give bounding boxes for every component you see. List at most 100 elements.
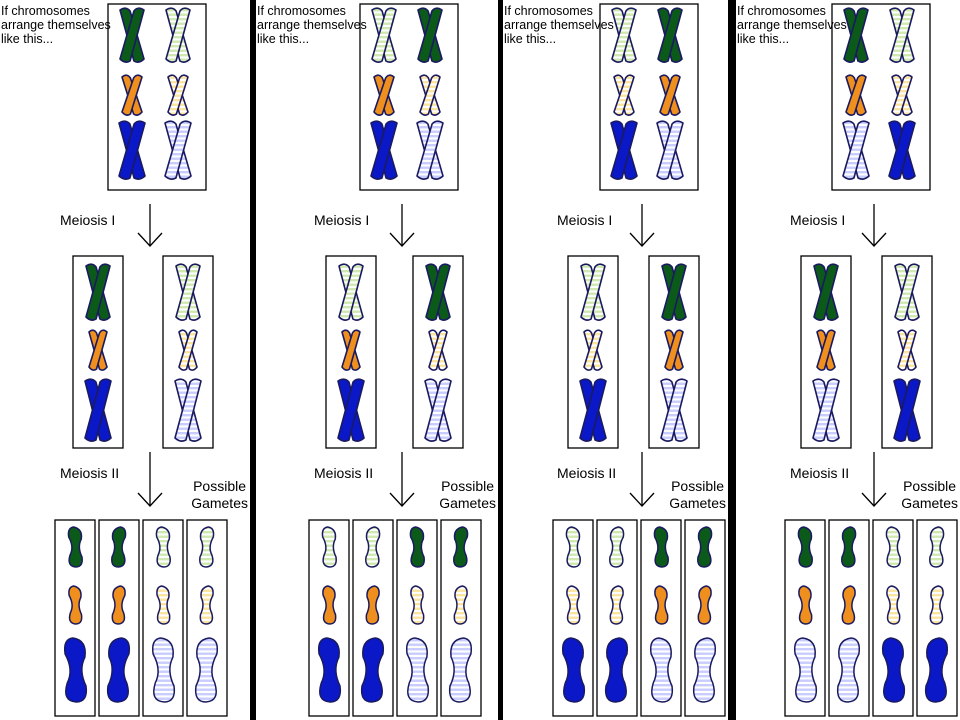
cell-2-green-chromosome [175, 263, 201, 321]
cell-2-orange-chromosome [178, 329, 198, 371]
possible-label: Possible [903, 478, 956, 494]
scenario-panel-2: If chromosomes arrange themselves like t… [256, 0, 498, 720]
cell-2-green-chromosome [661, 263, 687, 321]
gamete-1-green-chromatid [797, 526, 813, 568]
blue-chromosome-left [842, 120, 870, 180]
gamete-3 [872, 519, 914, 717]
blue-chromosome-right [656, 120, 684, 180]
intro-text: If chromosomes arrange themselves like t… [257, 4, 367, 46]
blue-chromosome-left [118, 120, 146, 180]
gamete-4-orange-chromatid [453, 585, 468, 625]
daughter-cell-2 [881, 255, 933, 449]
gamete-1-green-chromatid [321, 526, 337, 568]
gamete-1-green-chromatid [67, 526, 83, 568]
metaphase-box [107, 3, 207, 191]
gametes-label: Gametes [669, 495, 726, 511]
meiosis-ii-label: Meiosis II [314, 465, 373, 481]
gamete-2-orange-chromatid [841, 585, 856, 625]
orange-chromosome-left [373, 74, 395, 116]
intro-text: If chromosomes arrange themselves like t… [504, 4, 614, 46]
gamete-2-green-chromatid [365, 526, 381, 568]
gamete-4-green-chromatid [453, 526, 469, 568]
green-chromosome-left [119, 7, 145, 63]
cell-1-orange-chromosome [583, 329, 603, 371]
gamete-2-blue-chromatid [106, 637, 131, 703]
green-chromosome-right [417, 7, 443, 63]
gamete-2-blue-chromatid [604, 637, 629, 703]
green-chromosome-left [611, 7, 637, 63]
blue-chromosome-right [164, 120, 192, 180]
meiosis-i-arrow [389, 204, 415, 247]
possible-label: Possible [441, 478, 494, 494]
cell-1-blue-chromosome [812, 378, 840, 442]
gamete-1-green-chromatid [565, 526, 581, 568]
gamete-1-blue-chromatid [561, 637, 586, 703]
intro-text: If chromosomes arrange themselves like t… [737, 4, 847, 46]
cell-2-orange-chromosome [897, 329, 917, 371]
meiosis-ii-arrow [389, 452, 415, 507]
meiosis-ii-arrow [861, 452, 887, 507]
gamete-3-orange-chromatid [410, 585, 425, 625]
gamete-3 [142, 519, 184, 717]
gamete-3-green-chromatid [885, 526, 901, 568]
intro-text: If chromosomes arrange themselves like t… [1, 4, 111, 46]
cell-1-orange-chromosome [341, 329, 361, 371]
meiosis-i-label: Meiosis I [60, 212, 115, 228]
gamete-1-blue-chromatid [63, 637, 88, 703]
gamete-3-blue-chromatid [881, 637, 906, 703]
gamete-3-orange-chromatid [156, 585, 171, 625]
gamete-1-orange-chromatid [798, 585, 813, 625]
gamete-2-orange-chromatid [111, 585, 126, 625]
blue-chromosome-right [416, 120, 444, 180]
gamete-1 [308, 519, 350, 717]
possible-label: Possible [193, 478, 246, 494]
cell-1-green-chromosome [813, 263, 839, 321]
gamete-4-green-chromatid [199, 526, 215, 568]
daughter-cell-1 [800, 255, 852, 449]
meiosis-i-arrow [629, 204, 655, 247]
gamete-1-orange-chromatid [322, 585, 337, 625]
orange-chromosome-right [419, 74, 441, 116]
gamete-2 [828, 519, 870, 717]
cell-1-orange-chromosome [816, 329, 836, 371]
gamete-4-blue-chromatid [692, 637, 717, 703]
gamete-4-blue-chromatid [924, 637, 949, 703]
blue-chromosome-left [370, 120, 398, 180]
cell-1-blue-chromosome [337, 378, 365, 442]
orange-chromosome-right [891, 74, 913, 116]
gamete-1 [552, 519, 594, 717]
gamete-2-orange-chromatid [609, 585, 624, 625]
cell-1-orange-chromosome [88, 329, 108, 371]
orange-chromosome-left [845, 74, 867, 116]
gamete-3-blue-chromatid [649, 637, 674, 703]
gamete-3-green-chromatid [653, 526, 669, 568]
possible-label: Possible [671, 478, 724, 494]
gamete-1-orange-chromatid [566, 585, 581, 625]
cell-2-blue-chromosome [893, 378, 921, 442]
cell-2-blue-chromosome [174, 378, 202, 442]
daughter-cell-1 [325, 255, 377, 449]
gamete-2 [98, 519, 140, 717]
cell-1-blue-chromosome [579, 378, 607, 442]
cell-1-green-chromosome [338, 263, 364, 321]
green-chromosome-right [165, 7, 191, 63]
cell-2-orange-chromosome [664, 329, 684, 371]
orange-chromosome-right [167, 74, 189, 116]
meiosis-i-label: Meiosis I [790, 212, 845, 228]
cell-2-blue-chromosome [424, 378, 452, 442]
gamete-4-green-chromatid [697, 526, 713, 568]
metaphase-box [831, 3, 931, 191]
gamete-2 [596, 519, 638, 717]
orange-chromosome-left [613, 74, 635, 116]
cell-2-orange-chromosome [428, 329, 448, 371]
cell-2-green-chromosome [425, 263, 451, 321]
gamete-4-orange-chromatid [697, 585, 712, 625]
gamete-1-blue-chromatid [317, 637, 342, 703]
cell-2-blue-chromosome [660, 378, 688, 442]
gamete-4-blue-chromatid [448, 637, 473, 703]
cell-1-blue-chromosome [84, 378, 112, 442]
meiosis-i-arrow [861, 204, 887, 247]
daughter-cell-1 [567, 255, 619, 449]
gamete-3-orange-chromatid [886, 585, 901, 625]
green-chromosome-left [843, 7, 869, 63]
